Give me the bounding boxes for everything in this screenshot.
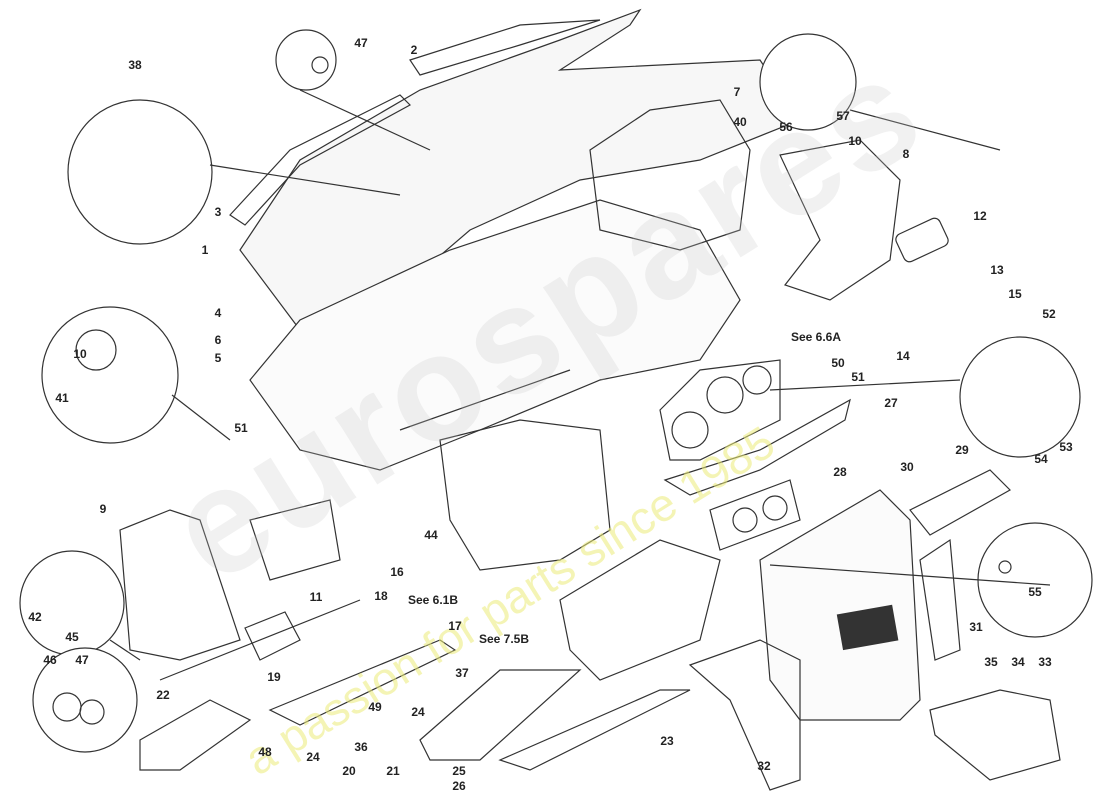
section-reference[interactable]: See 6.1B (407, 593, 459, 607)
callout-label: 24 (306, 750, 320, 764)
callout-label: 49 (368, 700, 382, 714)
callout-label: 8 (902, 147, 910, 161)
callout-label: 51 (851, 370, 865, 384)
callout-label: 18 (374, 589, 388, 603)
side-trim-panel (779, 139, 901, 301)
callout-label: 35 (984, 655, 998, 669)
console-opening (836, 604, 899, 651)
callout-label: 41 (55, 391, 69, 405)
callout-label: 33 (1038, 655, 1052, 669)
glovebox (559, 539, 721, 681)
callout-label: 40 (733, 115, 747, 129)
callout-label: 13 (990, 263, 1004, 277)
callout-label: 55 (1028, 585, 1042, 599)
callout-label: 21 (386, 764, 400, 778)
callout-label: 27 (884, 396, 898, 410)
console-side-31 (919, 538, 961, 661)
inset-46-47 (32, 647, 138, 753)
callout-label: 23 (660, 734, 674, 748)
section-reference[interactable]: See 6.6A (790, 330, 842, 344)
callout-label: 32 (757, 759, 771, 773)
callout-label: 10 (848, 134, 862, 148)
callout-label: 28 (833, 465, 847, 479)
callout-label: 57 (836, 109, 850, 123)
callout-label: 1 (201, 243, 209, 257)
callout-label: 51 (234, 421, 248, 435)
callout-label: 14 (896, 349, 910, 363)
callout-label: 11 (309, 590, 323, 604)
callout-label: 25 (452, 764, 466, 778)
callout-label: 48 (258, 745, 272, 759)
callout-label: 45 (65, 630, 79, 644)
end-cap-9 (119, 509, 241, 661)
radio-33-35 (929, 689, 1061, 781)
callout-label: 38 (128, 58, 142, 72)
callout-label: 47 (75, 653, 89, 667)
tray-22 (139, 699, 252, 771)
defrost-vent (409, 19, 601, 76)
callout-label: 19 (267, 670, 281, 684)
glovebox-liner-21 (419, 669, 582, 761)
callout-label: 50 (831, 356, 845, 370)
callout-label: 26 (452, 779, 466, 793)
lower-trim-32 (688, 639, 801, 791)
callout-label: 44 (424, 528, 438, 542)
callout-label: 56 (779, 120, 793, 134)
dashboard-carrier (249, 199, 741, 471)
switch-panel (709, 479, 801, 551)
bracket-16 (249, 499, 341, 581)
callout-label: 2 (410, 43, 418, 57)
callout-label: 34 (1011, 655, 1025, 669)
callout-label: 29 (955, 443, 969, 457)
callout-label: 30 (900, 460, 914, 474)
callout-label: 4 (214, 306, 222, 320)
dashboard-trim-strip (229, 94, 411, 226)
center-console (759, 489, 921, 721)
callout-label: 31 (969, 620, 983, 634)
cluster-surround (663, 398, 851, 496)
inset-52-54 (959, 336, 1081, 458)
callout-label: 6 (214, 333, 222, 347)
callout-label: 52 (1042, 307, 1056, 321)
section-reference[interactable]: See 7.5B (478, 632, 530, 646)
callout-label: 42 (28, 610, 42, 624)
vent-29 (909, 469, 1011, 536)
inset-38 (67, 99, 213, 245)
inset-55 (977, 522, 1093, 638)
callout-label: 12 (973, 209, 987, 223)
callout-label: 17 (448, 619, 462, 633)
callout-label: 53 (1059, 440, 1073, 454)
callout-label: 22 (156, 688, 170, 702)
inset-56-57 (759, 33, 857, 131)
callout-label: 46 (43, 653, 57, 667)
callout-label: 37 (455, 666, 469, 680)
inset-10-41 (41, 306, 179, 444)
vent-11 (244, 611, 301, 661)
callout-label: 5 (214, 351, 222, 365)
instrument-cluster (659, 359, 781, 461)
knee-panel-17 (268, 639, 457, 726)
vent-12 (895, 217, 949, 263)
callout-label: 47 (354, 36, 368, 50)
callout-label: 24 (411, 705, 425, 719)
callout-label: 16 (390, 565, 404, 579)
callout-label: 3 (214, 205, 222, 219)
lower-trim-23 (498, 689, 691, 771)
instrument-hood (589, 99, 751, 251)
callout-label: 54 (1034, 452, 1048, 466)
callout-label: 10 (73, 347, 87, 361)
callout-label: 15 (1008, 287, 1022, 301)
inset-47-top (275, 29, 337, 91)
callout-label: 7 (733, 85, 741, 99)
callout-label: 20 (342, 764, 356, 778)
steering-column-support (439, 419, 611, 571)
callout-label: 9 (99, 502, 107, 516)
callout-label: 36 (354, 740, 368, 754)
